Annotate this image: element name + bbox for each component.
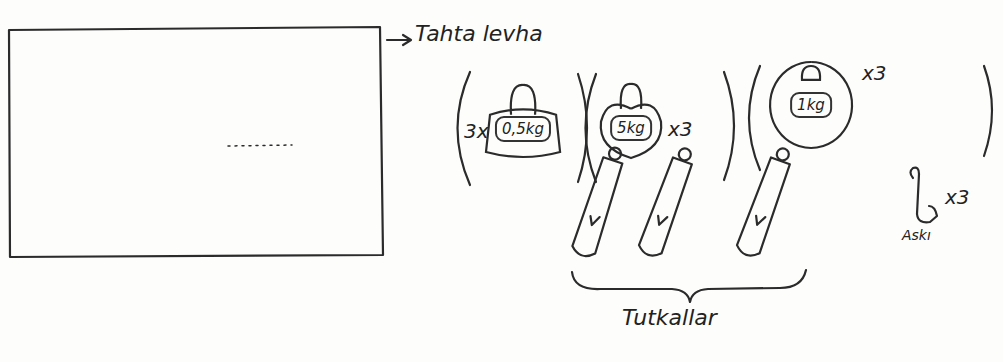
sketch-note: 3x <box>464 120 489 142</box>
glue-tube <box>637 145 698 259</box>
sketch-note: x3 <box>668 118 693 140</box>
glue-tube <box>735 145 796 259</box>
weight-shape: 1kg <box>768 60 854 150</box>
bracket-paren <box>724 72 734 180</box>
sketch-note: Tutkallar <box>622 306 717 330</box>
sketch-note: Askı <box>902 228 931 243</box>
weight-label: 5kg <box>610 115 652 141</box>
board-dots <box>228 145 292 146</box>
bracket-paren <box>984 66 992 156</box>
sketch-note: x3 <box>862 62 887 84</box>
pointer-arrow <box>387 35 411 45</box>
weight-label: 1kg <box>790 92 832 118</box>
sketch-note: x3 <box>945 186 970 208</box>
board-outline <box>9 27 383 257</box>
group-brace <box>572 270 806 302</box>
sketch-note: Tahta levha <box>415 22 543 46</box>
glue-tube <box>571 144 629 259</box>
weight-label: 0,5kg <box>495 116 551 142</box>
weight-shape: 5kg <box>598 80 664 160</box>
bracket-paren <box>749 66 760 170</box>
weight-shape: 0,5kg <box>484 82 562 160</box>
hook-symbol <box>911 168 938 223</box>
bracket-paren <box>586 74 597 182</box>
